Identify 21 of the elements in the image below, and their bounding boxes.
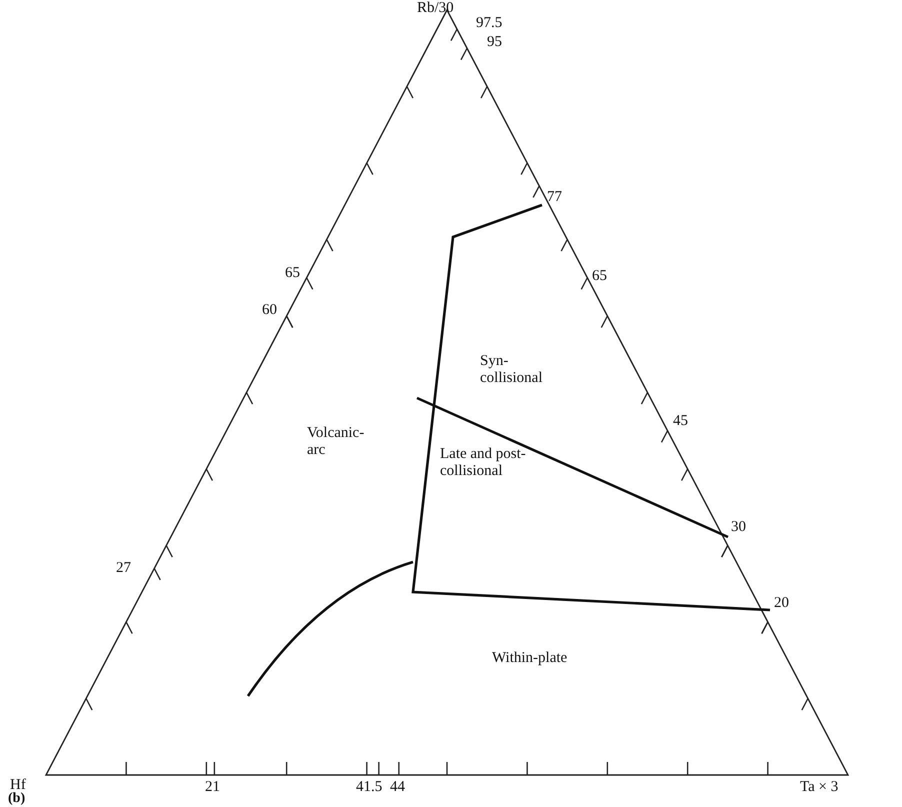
tick-value: 60 (262, 302, 277, 320)
tick-value: 77 (547, 189, 562, 206)
apex-label: Ta × 3 (800, 779, 838, 796)
tick-value: 30 (731, 519, 746, 536)
tick-value: 65 (592, 268, 607, 286)
tick-value: 65 (285, 265, 300, 282)
tick-value: 21 (205, 779, 220, 796)
panel-label: (b) (8, 791, 26, 807)
tick-value: 45 (673, 413, 688, 430)
tick-value: 41.5 (356, 779, 382, 796)
field-label: Syn- collisional (480, 353, 542, 388)
field-label: Late and post- collisional (440, 446, 527, 480)
apex-label: Hf (10, 777, 26, 793)
apex-label: Rb/30 (417, 0, 454, 18)
field-label: Within-plate (492, 650, 568, 668)
tick-value: 27 (116, 560, 131, 578)
tick-value: 20 (774, 595, 789, 612)
tick-value: 97.5 (476, 15, 502, 32)
tick-value: 95 (487, 34, 502, 52)
tick-value: 44 (390, 779, 405, 796)
field-label: Volcanic- arc (307, 425, 366, 460)
